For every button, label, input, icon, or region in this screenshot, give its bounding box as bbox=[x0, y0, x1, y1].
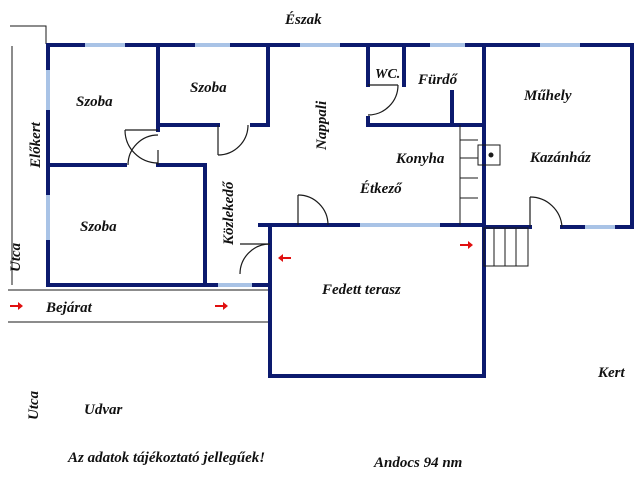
room-label-szoba-2: Szoba bbox=[190, 80, 227, 96]
arrow-right-icon bbox=[215, 302, 228, 310]
arrow-left-icon bbox=[278, 254, 291, 262]
outside-label-kert: Kert bbox=[597, 365, 626, 381]
room-label-nappali: Nappali bbox=[314, 100, 330, 151]
location-area-text: Andocs 94 nm bbox=[373, 455, 462, 471]
room-label-furdo: Fürdő bbox=[417, 72, 459, 88]
disclaimer-text: Az adatok tájékoztató jellegűek! bbox=[67, 450, 265, 466]
steps bbox=[483, 227, 529, 267]
room-label-kozlekedo: Közlekedő bbox=[221, 180, 237, 246]
room-label-szoba-1: Szoba bbox=[76, 94, 113, 110]
outside-label-utca-lower: Utca bbox=[26, 390, 42, 420]
room-label-fedett-terasz: Fedett terasz bbox=[321, 282, 401, 298]
arrow-right-icon bbox=[10, 302, 23, 310]
stove-icon bbox=[488, 152, 494, 158]
compass-north-label: Észak bbox=[284, 11, 322, 28]
outside-label-elokert: Előkert bbox=[28, 121, 44, 169]
outside-label-utca-upper: Utca bbox=[8, 242, 24, 272]
kitchen-counter bbox=[459, 125, 501, 225]
outside-label-udvar: Udvar bbox=[84, 402, 122, 418]
entrance-arrows bbox=[10, 241, 473, 310]
outside-label-bejarat: Bejárat bbox=[45, 300, 93, 316]
room-label-szoba-3: Szoba bbox=[80, 219, 117, 235]
room-label-muhely: Műhely bbox=[523, 88, 572, 104]
windows bbox=[46, 43, 615, 287]
room-label-konyha: Konyha bbox=[395, 151, 445, 167]
room-label-wc: WC. bbox=[375, 67, 400, 82]
doors bbox=[124, 84, 563, 275]
room-label-kazanhaz: Kazánház bbox=[529, 150, 591, 166]
room-label-etkezo: Étkező bbox=[359, 180, 403, 197]
arrow-right-icon bbox=[460, 241, 473, 249]
site-lines bbox=[8, 25, 270, 323]
